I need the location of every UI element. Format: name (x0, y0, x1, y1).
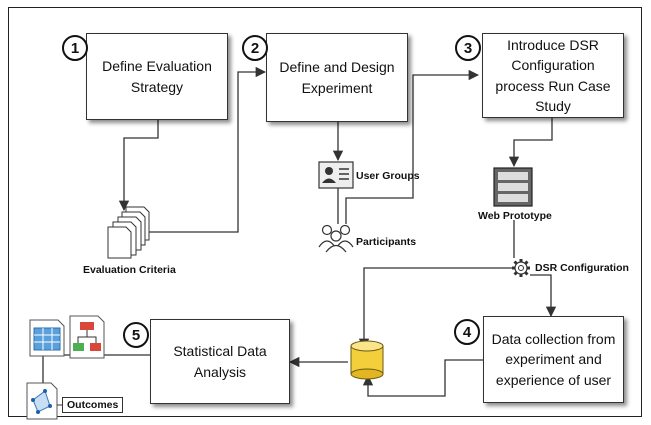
step-1-number: 1 (62, 35, 88, 61)
line-step5-to-outcomes (42, 354, 150, 384)
arrow-step3-to-webprototype (508, 118, 553, 168)
participants-label: Participants (356, 236, 417, 248)
step-2-label: Define and Design Experiment (279, 59, 395, 96)
web-prototype-label: Web Prototype (478, 210, 552, 222)
arrow-criteria-to-step2 (148, 66, 267, 233)
spreadsheet-icon (29, 319, 65, 357)
server-icon (493, 167, 533, 207)
dsr-configuration-label: DSR Configuration (535, 262, 629, 274)
evaluation-criteria-label: Evaluation Criteria (83, 264, 176, 276)
step-1-label: Define Evaluation Strategy (102, 58, 212, 95)
arrow-participants-to-step3 (345, 69, 480, 224)
step-1-box: Define Evaluation Strategy (86, 33, 228, 120)
step-4-box: Data collection from experiment and expe… (483, 316, 624, 403)
step-4-label: Data collection from experiment and expe… (491, 331, 616, 388)
step-5-label: Statistical Data Analysis (173, 343, 267, 380)
documents-stack-icon (107, 206, 150, 259)
outcomes-label: Outcomes (62, 397, 124, 413)
arrow-step4-to-database (362, 359, 483, 397)
step-2-box: Define and Design Experiment (266, 33, 408, 122)
arrow-step1-to-criteria (118, 120, 159, 212)
database-icon (350, 340, 384, 380)
flowchart-icon (69, 315, 105, 359)
arrow-dsr-to-step4 (530, 274, 557, 318)
step-5-number: 5 (123, 322, 149, 348)
gear-icon (512, 259, 530, 277)
diagram-frame (8, 7, 642, 417)
user-groups-label: User Groups (356, 170, 420, 182)
step-2-number: 2 (242, 35, 268, 61)
step-3-number: 3 (455, 35, 481, 61)
people-icon (318, 224, 354, 253)
step-4-number: 4 (454, 319, 480, 345)
step-5-box: Statistical Data Analysis (150, 319, 290, 404)
id-card-icon (318, 161, 354, 189)
scatter-doc-icon (26, 382, 58, 420)
step-3-label: Introduce DSR Configuration process Run … (495, 36, 611, 114)
arrow-dsr-to-database (358, 267, 512, 350)
step-3-box: Introduce DSR Configuration process Run … (482, 33, 624, 118)
